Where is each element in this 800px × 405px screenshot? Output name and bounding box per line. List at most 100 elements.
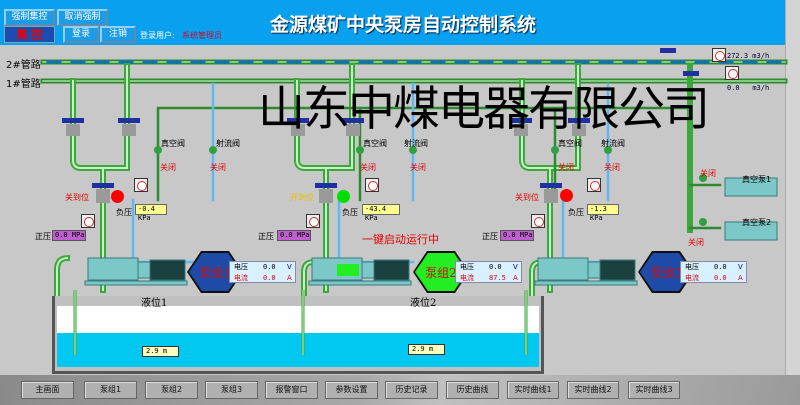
jet-valve-state: 关闭 — [410, 163, 426, 172]
vacuum-valve-state: 关闭 — [360, 163, 376, 172]
tank-1-level: 2.9 m — [142, 346, 179, 357]
pos-pressure-label: 正压 — [258, 232, 274, 241]
pos-pressure-label: 正压 — [482, 232, 498, 241]
suction-pipes — [73, 290, 528, 355]
login-button[interactable]: 登录 — [63, 26, 99, 43]
bottom-nav-bar: 主画面 泵组1 泵组2 泵组3 报警窗口 参数设置 历史记录 历史曲线 实时曲线… — [0, 375, 800, 405]
voltage-value: 0.0 — [489, 263, 502, 271]
vacuum-valve-state: 关闭 — [160, 163, 176, 172]
valve-status-light-2 — [337, 190, 350, 203]
vacuum-pump-2-state: 关闭 — [688, 238, 704, 247]
pressure-gauge-icon — [365, 178, 379, 192]
water-level-fill — [57, 333, 539, 367]
jet-valve-label: 射流阀 — [216, 139, 240, 148]
vacuum-pump-2-label: 真空泵2 — [742, 218, 772, 227]
pos-pressure-value-2: 0.0 MPa — [277, 230, 311, 241]
vacuum-valve-label: 真空阀 — [161, 139, 185, 148]
company-watermark: 山东中煤电器有限公司 — [258, 82, 710, 137]
vacuum-valve-label: 真空阀 — [363, 139, 387, 148]
cancel-force-button[interactable]: 取消强制 — [57, 9, 108, 26]
vacuum-pump-1-label: 真空泵1 — [742, 175, 772, 184]
current-label: 电流 — [685, 274, 699, 282]
pressure-gauge-icon — [134, 178, 148, 192]
pos-pressure-label: 正压 — [35, 232, 51, 241]
neg-pressure-value-1: -0.4 KPa — [135, 204, 167, 222]
pipe-network — [40, 48, 788, 353]
jet-valve-label: 射流阀 — [404, 139, 428, 148]
water-tank — [52, 296, 544, 374]
tank-2-level: 2.9 m — [408, 344, 445, 355]
voltage-value: 0.0 — [714, 263, 727, 271]
voltage-unit: V — [513, 263, 518, 271]
flow-pipe2: 272.3 m3/h — [727, 52, 769, 60]
pump-group-2-readings: 电压 0.0 V 电流 87.5 A — [455, 261, 522, 283]
pressure-gauge-icon — [81, 214, 95, 228]
jet-valve-state: 关闭 — [210, 163, 226, 172]
nav-main[interactable]: 主画面 — [21, 381, 74, 399]
run-status: 一键启动运行中 — [362, 233, 439, 246]
voltage-label: 电压 — [685, 263, 699, 271]
flow-meter-icon — [712, 48, 726, 62]
flow-value: 272.3 — [727, 52, 749, 60]
flow-meter-icon — [725, 66, 739, 80]
pipe2-label: 2#管路 — [6, 60, 41, 71]
neg-pressure-value-3: -1.3 KPa — [587, 204, 619, 222]
valve-status-light-1 — [111, 190, 124, 203]
nav-realtime-curve-2[interactable]: 实时曲线2 — [567, 381, 619, 399]
pressure-gauge-icon — [306, 214, 320, 228]
nav-alarm-window[interactable]: 报警窗口 — [265, 381, 318, 399]
control-mode-indicator: 集 控 — [4, 26, 55, 43]
nav-pump-group-1[interactable]: 泵组1 — [84, 381, 137, 399]
current-unit: A — [738, 274, 743, 282]
nav-realtime-curve-1[interactable]: 实时曲线1 — [507, 381, 559, 399]
valve-status-light-3 — [560, 189, 573, 202]
voltage-unit: V — [738, 263, 743, 271]
current-label: 电流 — [460, 274, 474, 282]
jet-valve-state: 关闭 — [604, 163, 620, 172]
jet-valve-label: 射流阀 — [601, 139, 625, 148]
pressure-gauge-icon — [531, 214, 545, 228]
pressure-gauge-icon — [587, 178, 601, 192]
current-unit: A — [513, 274, 518, 282]
nav-realtime-curve-3[interactable]: 实时曲线3 — [628, 381, 680, 399]
flow-pipe1: 0.0 m3/h — [727, 84, 769, 92]
vacuum-valve-label: 真空阀 — [558, 139, 582, 148]
nav-history-records[interactable]: 历史记录 — [385, 381, 438, 399]
valve-position-3: 关到位 — [515, 193, 539, 202]
current-value: 87.5 — [489, 274, 506, 282]
voltage-value: 0.0 — [263, 263, 276, 271]
vacuum-pump-1-state: 关闭 — [700, 169, 716, 178]
user-label: 登录用户: — [140, 31, 175, 40]
user-value: 系统管理员 — [182, 31, 222, 40]
current-value: 0.0 — [714, 274, 727, 282]
neg-pressure-value-2: -43.4 KPa — [362, 204, 400, 222]
neg-pressure-label: 负压 — [342, 208, 358, 217]
valve-position-1: 关到位 — [65, 193, 89, 202]
voltage-unit: V — [287, 263, 292, 271]
nav-pump-group-2[interactable]: 泵组2 — [145, 381, 198, 399]
logout-button[interactable]: 注销 — [100, 26, 136, 43]
tank-1-label: 液位1 — [141, 298, 168, 309]
voltage-label: 电压 — [234, 263, 248, 271]
nav-history-curve[interactable]: 历史曲线 — [446, 381, 499, 399]
neg-pressure-label: 负压 — [116, 208, 132, 217]
valve-position-2: 开到位 — [290, 193, 314, 202]
nav-parameter-settings[interactable]: 参数设置 — [325, 381, 378, 399]
pos-pressure-value-3: 0.0 MPa — [500, 230, 534, 241]
page-title: 金源煤矿中央泵房自动控制系统 — [270, 14, 537, 36]
current-value: 0.0 — [263, 274, 276, 282]
flow-unit: m3/h — [752, 84, 770, 92]
nav-pump-group-3[interactable]: 泵组3 — [205, 381, 258, 399]
voltage-label: 电压 — [460, 263, 474, 271]
right-strip — [785, 0, 800, 375]
vacuum-valve-state: 关闭 — [558, 163, 574, 172]
pos-pressure-value-1: 0.0 MPa — [52, 230, 86, 241]
neg-pressure-label: 负压 — [568, 208, 584, 217]
pipe1-label: 1#管路 — [6, 79, 41, 90]
force-central-button[interactable]: 强制集控 — [4, 9, 55, 26]
current-label: 电流 — [234, 274, 248, 282]
tank-2-label: 液位2 — [410, 298, 437, 309]
flow-unit: m3/h — [752, 52, 770, 60]
